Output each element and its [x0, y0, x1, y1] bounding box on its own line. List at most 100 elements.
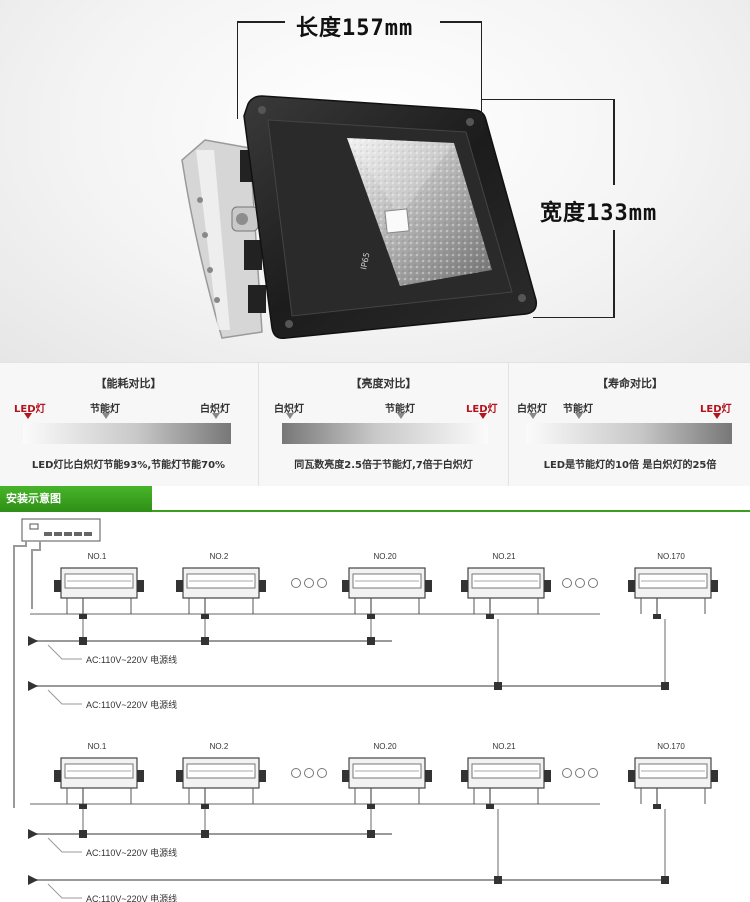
connector-icon	[201, 614, 209, 619]
fixture-endcap-left	[342, 580, 349, 592]
comparison-title: 【能耗对比】	[95, 377, 162, 390]
fixture-endcap-right	[137, 770, 144, 782]
unit-label: NO.2	[210, 552, 229, 561]
controller-port	[29, 523, 39, 530]
comparison-label: LED灯	[14, 404, 46, 415]
power-label: AC:110V~220V 电源线	[86, 654, 177, 665]
plug-icon	[28, 829, 38, 839]
gradient-bar	[526, 423, 732, 444]
controller-terminal	[84, 532, 92, 536]
t-connector-icon	[367, 637, 375, 645]
led-marker-icon	[713, 413, 721, 419]
marker-icon	[397, 413, 405, 419]
comparison-label: LED灯	[466, 404, 498, 415]
connector-icon	[653, 614, 661, 619]
plug-icon	[28, 875, 38, 885]
connector-icon	[367, 804, 375, 809]
fixture-endcap-right	[711, 580, 718, 592]
comparison-label: 节能灯	[90, 404, 120, 415]
fixture-endcap-left	[342, 770, 349, 782]
fixture-endcap-left	[54, 580, 61, 592]
signal-line	[31, 541, 41, 609]
marker-icon	[212, 413, 220, 419]
length-label: 长度157mm	[296, 16, 414, 41]
connector-icon	[486, 614, 494, 619]
unit-label: NO.21	[492, 552, 516, 561]
length-dim-tick-left	[237, 21, 238, 119]
t-connector-icon	[494, 876, 502, 884]
gradient-bar	[282, 423, 488, 444]
controller-terminal	[44, 532, 52, 536]
plug-icon	[28, 681, 38, 691]
length-dim-tick-right	[481, 21, 482, 131]
comparison-label: 节能灯	[563, 404, 593, 415]
light-unit: NO.21	[461, 742, 551, 884]
continuation-dot	[291, 768, 301, 778]
ip-rating-mark: IP65	[359, 252, 371, 271]
power-label: AC:110V~220V 电源线	[86, 699, 177, 710]
fixture-endcap-left	[54, 770, 61, 782]
continuation-dot	[588, 768, 598, 778]
comparison-note: 同瓦数亮度2.5倍于节能灯,7倍于白炽灯	[294, 460, 473, 471]
marker-icon	[102, 413, 110, 419]
continuation-dot	[291, 578, 301, 588]
controller-terminal	[74, 532, 82, 536]
light-unit: NO.21	[461, 552, 551, 690]
fixture-bracket	[473, 788, 539, 804]
comparison-label: 节能灯	[385, 404, 415, 415]
connector-icon	[367, 614, 375, 619]
fixture-endcap-right	[259, 580, 266, 592]
connector-icon	[653, 804, 661, 809]
unit-label: NO.1	[88, 552, 107, 561]
fixture-bracket	[354, 598, 420, 614]
t-connector-icon	[367, 830, 375, 838]
fixture-endcap-left	[628, 580, 635, 592]
controller-box	[21, 518, 101, 542]
fixture-endcap-right	[259, 770, 266, 782]
length-dim-line-right	[440, 21, 482, 23]
power-label: AC:110V~220V 电源线	[86, 893, 177, 902]
fixture-endcap-left	[176, 770, 183, 782]
continuation-dot	[562, 578, 572, 588]
plug-icon	[28, 636, 38, 646]
unit-label: NO.1	[88, 742, 107, 751]
connector-icon	[79, 804, 87, 809]
led-chip	[384, 208, 410, 234]
light-unit: NO.170	[628, 742, 718, 884]
continuation-dot	[304, 768, 314, 778]
t-connector-icon	[661, 682, 669, 690]
comparison-label: 白炽灯	[517, 404, 547, 415]
width-label: 宽度133mm	[540, 201, 658, 226]
fixture-bracket	[473, 598, 539, 614]
marker-icon	[286, 413, 294, 419]
light-unit: NO.20	[342, 742, 432, 838]
continuation-dot	[304, 578, 314, 588]
power-label: AC:110V~220V 电源线	[86, 847, 177, 858]
t-connector-icon	[661, 876, 669, 884]
gradient-bar	[23, 423, 231, 444]
t-connector-icon	[201, 830, 209, 838]
unit-label: NO.170	[657, 552, 685, 561]
comparison-label: 白炽灯	[200, 404, 230, 415]
fixture-endcap-left	[628, 770, 635, 782]
comparison-title: 【寿命对比】	[597, 377, 663, 390]
power-label-leader	[47, 689, 82, 705]
marker-icon	[575, 413, 583, 419]
continuation-dot	[575, 578, 585, 588]
install-header: 安装示意图	[0, 486, 750, 516]
power-label-leader	[47, 644, 82, 660]
length-dim-line-left	[237, 21, 285, 23]
width-dim-vert-bottom	[613, 230, 615, 318]
fixture-endcap-right	[137, 580, 144, 592]
continuation-dot	[575, 768, 585, 778]
unit-label: NO.20	[373, 742, 397, 751]
light-unit: NO.2	[176, 552, 266, 645]
light-unit: NO.2	[176, 742, 266, 838]
signal-trunk-line	[13, 541, 27, 808]
light-unit: NO.170	[628, 552, 718, 690]
continuation-dot	[562, 768, 572, 778]
power-label-leader	[47, 837, 82, 853]
continuation-dot	[317, 578, 327, 588]
